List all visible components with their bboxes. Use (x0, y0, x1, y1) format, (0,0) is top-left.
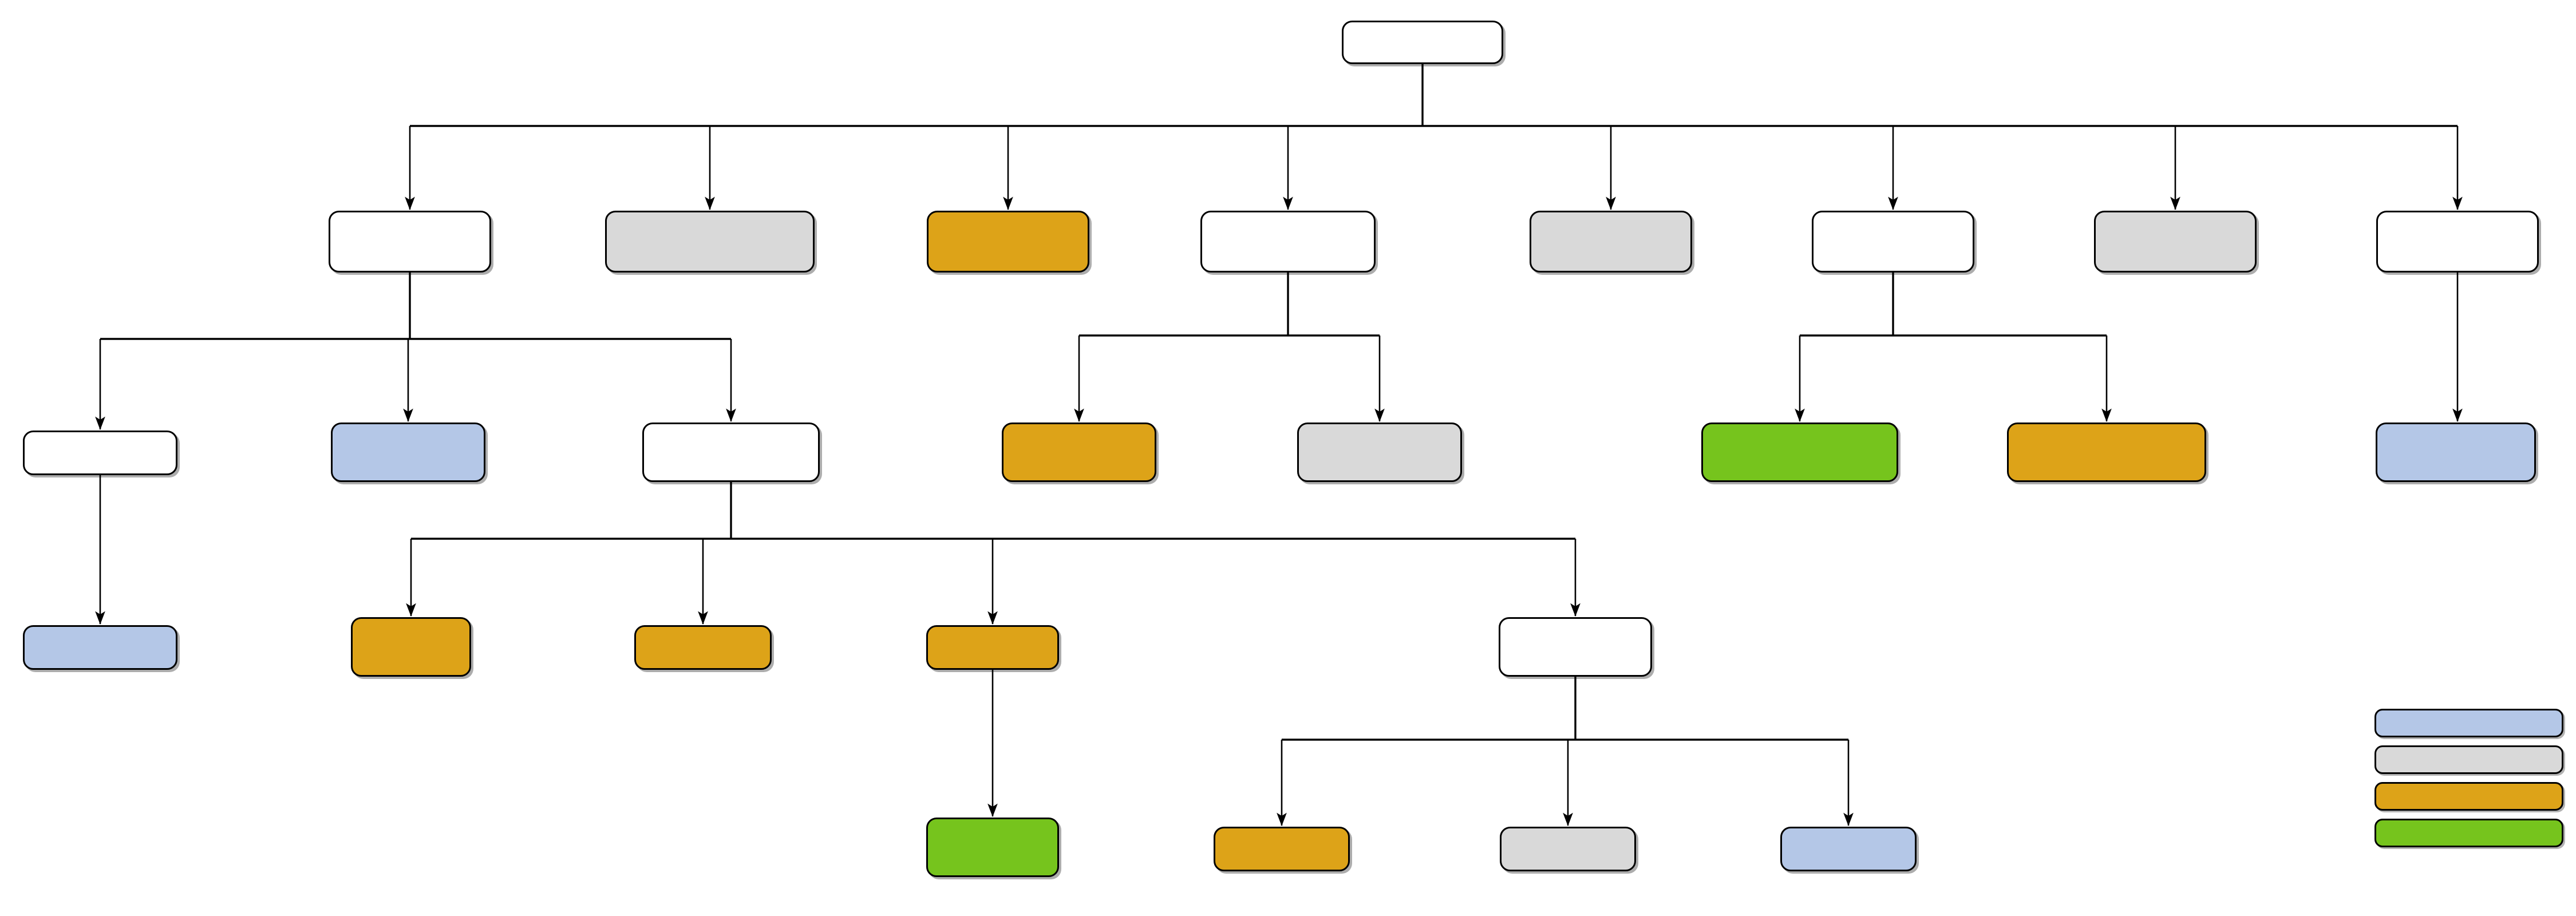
legend-item-sql-server-2025 (2374, 819, 2563, 847)
node-adaptive-joins[interactable] (23, 431, 177, 475)
node-dop-fb[interactable] (634, 625, 772, 670)
node-apo[interactable] (1812, 211, 1974, 273)
legend-item-sql-server-2017 (2374, 709, 2563, 737)
node-fb-persist[interactable] (351, 617, 471, 677)
node-batch-mode-aj[interactable] (23, 625, 177, 670)
node-opf[interactable] (927, 211, 1089, 273)
node-pspo[interactable] (2007, 423, 2206, 482)
node-bm-rowstore[interactable] (2094, 211, 2257, 273)
node-auto-tuning[interactable] (2376, 211, 2539, 273)
node-approx-pct[interactable] (1002, 423, 1156, 482)
node-qpf[interactable] (642, 423, 820, 482)
node-ce-fb-expr[interactable] (926, 818, 1059, 877)
node-root[interactable] (1342, 21, 1503, 64)
node-approx-cd[interactable] (1297, 423, 1462, 482)
node-oppo[interactable] (1701, 423, 1898, 482)
legend-item-sql-server-2019 (2374, 745, 2563, 774)
node-aqp[interactable] (329, 211, 491, 273)
node-row-mode[interactable] (1500, 827, 1636, 871)
node-interleaved[interactable] (331, 423, 485, 482)
node-apc[interactable] (2376, 423, 2536, 482)
node-pct-grant[interactable] (1214, 827, 1350, 871)
node-approx-qp[interactable] (1200, 211, 1376, 273)
node-batch-mode-mgf[interactable] (1780, 827, 1917, 871)
node-mem-grant-fb[interactable] (1499, 617, 1652, 677)
node-ce-fb[interactable] (926, 625, 1059, 670)
node-scalar-udf[interactable] (1530, 211, 1692, 273)
legend-item-sql-server-2022 (2374, 782, 2563, 811)
node-tvdc[interactable] (605, 211, 815, 273)
